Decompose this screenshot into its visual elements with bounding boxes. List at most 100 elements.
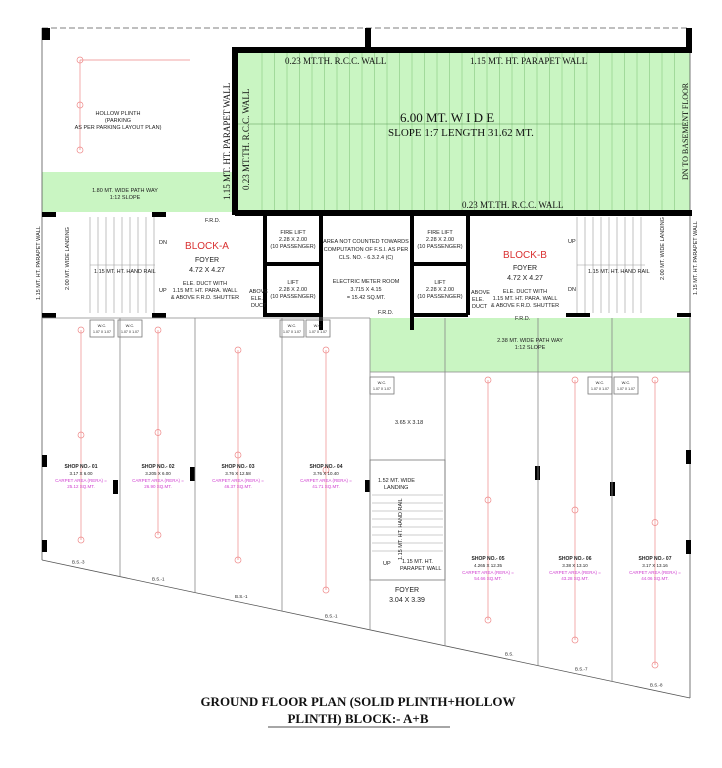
column-marker bbox=[76, 101, 84, 109]
column-marker bbox=[154, 429, 162, 436]
shop-name: SHOP NO.- 01 bbox=[65, 464, 98, 470]
bs-label: B.S.-1 bbox=[235, 594, 248, 599]
pathway-b-label: 2.38 MT. WIDE PATH WAY bbox=[497, 338, 563, 344]
shop-name: SHOP NO.- 07 bbox=[639, 556, 672, 562]
shop-carpet-area: CARPET AREA (RERA) = bbox=[132, 478, 184, 483]
bs-label: B.S.-8 bbox=[650, 682, 663, 687]
column-marker bbox=[571, 506, 579, 514]
block-a-duct: & ABOVE F.R.D. SHUTTER bbox=[171, 295, 239, 301]
column-marker bbox=[154, 326, 162, 334]
block-b-fire-lift-size: 2.28 X 2.00 bbox=[426, 237, 454, 243]
block-a-fire-lift-cap: (10 PASSENGER) bbox=[270, 244, 315, 250]
column-marker bbox=[651, 661, 659, 669]
block-a-duct: ELE. DUCT WITH bbox=[183, 281, 227, 287]
hollow-plinth-label: HOLLOW PLINTH bbox=[96, 111, 141, 117]
stair-c-box bbox=[369, 459, 446, 581]
shop-size: 3.76 X 12.58 bbox=[225, 471, 251, 476]
wc-label: W.C. bbox=[98, 323, 107, 328]
shop-dividers bbox=[42, 317, 690, 682]
ramp-width-label: 6.00 MT. W I D E bbox=[400, 110, 494, 125]
block-b-lift-cap: (10 PASSENGER) bbox=[417, 294, 462, 300]
shop-carpet-area: 46.37 SQ.MT. bbox=[224, 484, 252, 489]
block-a-above-duct: ABOVE bbox=[249, 289, 268, 295]
block-a-lift-size: 2.28 X 2.00 bbox=[279, 287, 307, 293]
shop-carpet-area: 54.66 SQ.MT. bbox=[474, 576, 502, 581]
hollow-plinth-label: (PARKING bbox=[105, 118, 131, 124]
walls bbox=[42, 28, 692, 554]
column-marker bbox=[77, 536, 85, 544]
bs-label: B.S.-1 bbox=[152, 576, 165, 581]
block-a-landing: 2.00 MT. WIDE LANDING bbox=[65, 227, 71, 290]
wc-units: W.C.1.07 X 1.07W.C.1.07 X 1.07W.C.1.07 X… bbox=[89, 319, 639, 395]
meter-room-area: = 15.42 SQ.MT. bbox=[347, 295, 386, 301]
column-markers bbox=[76, 56, 659, 669]
ramp-slope-lines bbox=[238, 53, 686, 210]
column-marker bbox=[484, 376, 492, 384]
column-marker bbox=[154, 531, 162, 539]
shop-name: SHOP NO.- 05 bbox=[472, 556, 505, 562]
column-marker bbox=[651, 519, 659, 526]
ramp-area bbox=[235, 50, 690, 213]
shop-size: 3.17 X 6.00 bbox=[69, 471, 93, 476]
shop-size: 3.76 X 10.40 bbox=[313, 471, 339, 476]
wc-size: 1.07 X 1.07 bbox=[121, 330, 139, 334]
wc-box bbox=[305, 319, 331, 338]
block-a-foyer-size: 4.72 X 4.27 bbox=[189, 267, 225, 274]
shop-name: SHOP NO.- 03 bbox=[222, 464, 255, 470]
wc-box bbox=[369, 376, 395, 395]
corridor-dimension: 3.65 X 3.18 bbox=[395, 420, 423, 426]
block-b-duct: ELE. DUCT WITH bbox=[503, 289, 547, 295]
block-a-parapet: 1.15 MT. HT. PARAPET WALL bbox=[36, 226, 42, 300]
shop-carpet-area: CARPET AREA (RERA) = bbox=[212, 478, 264, 483]
ramp-left-parapet-label: 1.15 MT. HT. PARAPET WALL bbox=[222, 83, 232, 200]
block-b-up: UP bbox=[568, 239, 576, 245]
block-b-foyer-size: 4.72 X 4.27 bbox=[507, 275, 543, 282]
wc-label: W.C. bbox=[378, 380, 387, 385]
bs-label: B.S.-7 bbox=[575, 667, 588, 672]
stair-c-landing: 1.52 MT. WIDE bbox=[378, 478, 415, 484]
shop-carpet-area: CARPET AREA (RERA) = bbox=[55, 478, 107, 483]
column-marker bbox=[234, 346, 242, 354]
block-b-landing: 2.00 MT. WIDE LANDING bbox=[660, 217, 666, 280]
pathway-a-label: 1:12 SLOPE bbox=[110, 195, 141, 201]
block-a-up: UP bbox=[159, 288, 167, 294]
frd-label: F.R.D. bbox=[378, 310, 394, 316]
bs-label: B.S.-3 bbox=[72, 559, 85, 564]
wc-label: W.C. bbox=[622, 380, 631, 385]
shop-carpet-area: 25.12 SQ.MT. bbox=[67, 484, 95, 489]
shop-carpet-area: CARPET AREA (RERA) = bbox=[549, 570, 601, 575]
shop-carpet-area: CARPET AREA (RERA) = bbox=[629, 570, 681, 575]
ramp-bottom-wall-label: 0.23 MT.TH. R.C.C. WALL bbox=[462, 200, 563, 210]
column-marker bbox=[651, 376, 659, 384]
meter-room-size: 3.715 X 4.15 bbox=[350, 287, 381, 293]
fsi-note: COMPUTATION OF F.S.I. AS PER bbox=[324, 247, 408, 253]
block-a-fire-lift: FIRE LIFT bbox=[280, 230, 306, 236]
hollow-plinth-label: AS PER PARKING LAYOUT PLAN) bbox=[75, 125, 162, 131]
block-b-lift-size: 2.28 X 2.00 bbox=[426, 287, 454, 293]
shop-size: 3.17 X 13.16 bbox=[642, 563, 668, 568]
stair-c-landing: LANDING bbox=[384, 485, 408, 491]
wc-label: W.C. bbox=[288, 323, 297, 328]
wc-size: 1.07 X 1.07 bbox=[373, 387, 391, 391]
block-a-dn: DN bbox=[159, 240, 167, 246]
block-b-handrail: 1.15 MT. HT. HAND RAIL bbox=[588, 269, 650, 275]
column-marker bbox=[77, 431, 85, 439]
stair-c-parapet: 1.15 MT. HT. bbox=[402, 559, 433, 565]
fsi-note: AREA NOT COUNTED TOWARDS bbox=[323, 239, 409, 245]
block-a-lift-cap: (10 PASSENGER) bbox=[270, 294, 315, 300]
meter-room-label: ELECTRIC METER ROOM bbox=[333, 279, 400, 285]
stair-c-foyer-size: 3.04 X 3.39 bbox=[389, 597, 425, 604]
block-a-label: BLOCK-A bbox=[185, 241, 229, 252]
wc-label: W.C. bbox=[126, 323, 135, 328]
wc-box bbox=[587, 376, 613, 395]
fsi-note: CLS. NO. - 6.3.2.4 (C) bbox=[339, 255, 394, 261]
bs-label: B.S.-1 bbox=[325, 613, 338, 618]
shop-carpet-area: 41.71 SQ.MT. bbox=[312, 484, 340, 489]
ramp-top-wall-label: 0.23 MT.TH. R.C.C. WALL bbox=[285, 56, 386, 66]
stair-c-handrail: 1.15 MT. HT. HAND RAIL bbox=[398, 498, 404, 560]
pathway-b-area bbox=[370, 318, 690, 372]
staircases bbox=[89, 217, 645, 552]
wc-box bbox=[279, 319, 305, 338]
block-a-duct: 1.15 MT. HT. PARA. WALL bbox=[173, 288, 238, 294]
